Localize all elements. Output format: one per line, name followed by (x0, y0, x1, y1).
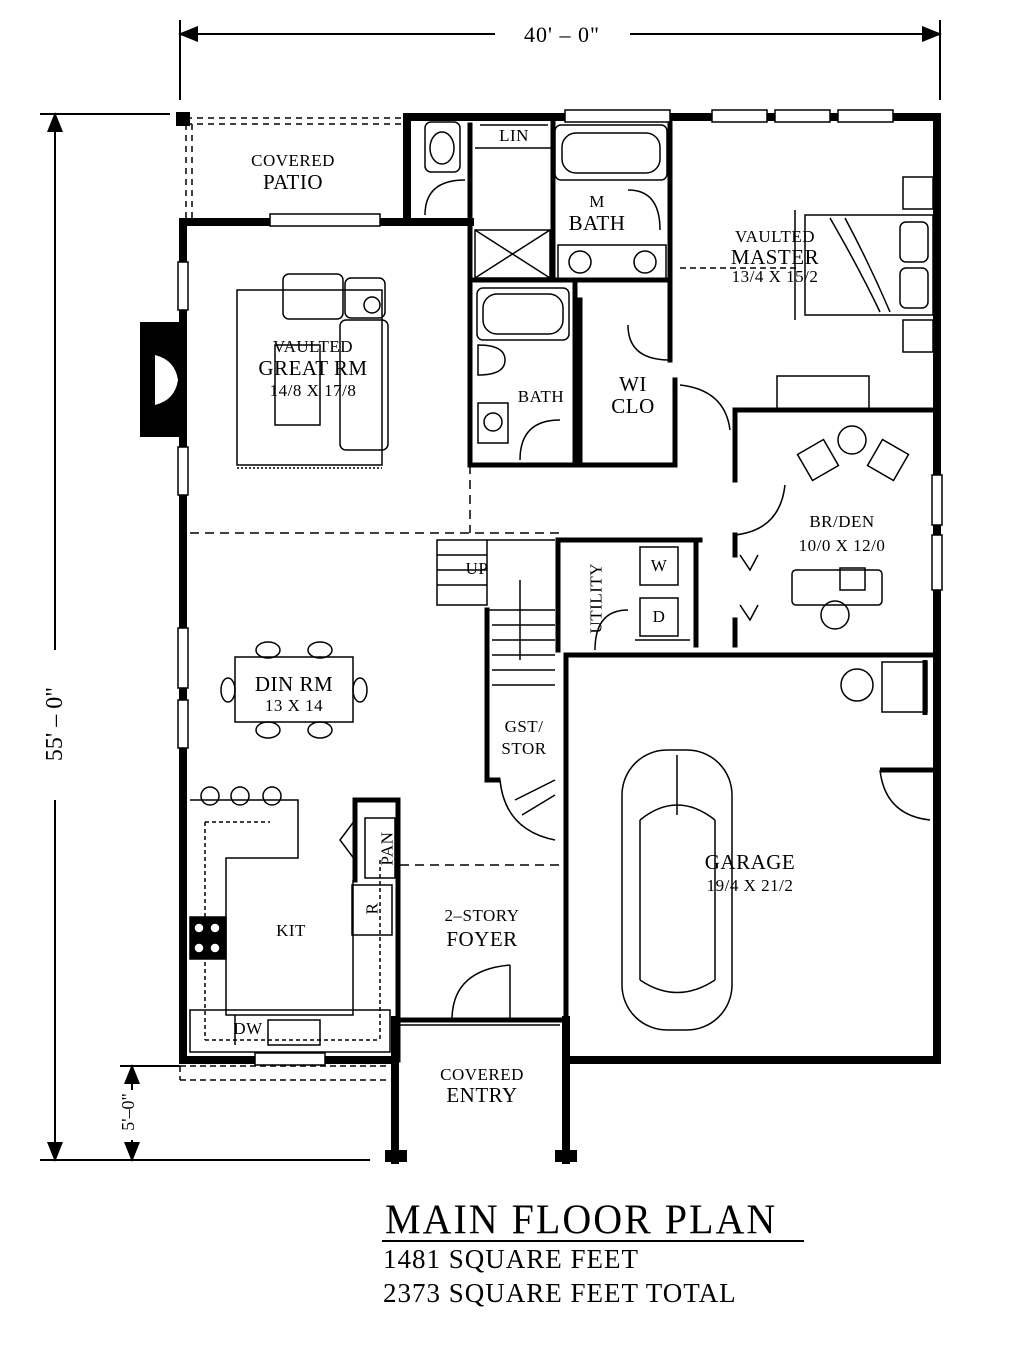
guest-storage-label: GST/ (504, 717, 544, 736)
refrigerator-label: R (362, 902, 382, 915)
covered-patio-outline (185, 117, 405, 220)
garage-car (621, 749, 733, 1031)
width-dimension-line (178, 20, 942, 100)
entry-column-right (555, 1150, 577, 1162)
den-furniture (791, 425, 910, 630)
den-label: BR/DEN (809, 512, 875, 531)
title-underline (382, 1240, 804, 1242)
foyer-label: 2–STORY (444, 906, 520, 925)
laundry (635, 546, 759, 641)
open-plan-dividers (190, 465, 560, 866)
great-room-size: 14/8 X 17/8 (269, 381, 357, 400)
stairs-up-label: UP (465, 559, 489, 578)
covered-patio-label: COVERED (251, 151, 335, 170)
master-bed (680, 176, 934, 411)
total-square-feet: 2373 SQUARE FEET TOTAL (383, 1278, 737, 1308)
dining-table (220, 641, 368, 739)
windows (177, 109, 943, 1066)
patio-post (176, 112, 190, 126)
great-room-label-2: GREAT RM (258, 356, 368, 380)
staircase (436, 539, 556, 816)
dining-label: DIN RM (254, 672, 334, 696)
covered-patio-label-2: PATIO (262, 170, 324, 194)
master-bath-label-2: BATH (568, 211, 626, 235)
dishwasher-label: DW (233, 1019, 263, 1038)
depth-dimension-label: 55' – 0" (42, 686, 68, 762)
kitchen-label: KIT (276, 921, 306, 940)
plan-title: MAIN FLOOR PLAN (385, 1195, 778, 1244)
entry-outline (179, 1065, 390, 1081)
depth-dimension-line (40, 112, 370, 1162)
master-label-2: MASTER (730, 245, 820, 269)
kitchen-counters (189, 786, 396, 1053)
garage-wall-stub (880, 660, 937, 773)
dryer-label: D (652, 607, 666, 626)
master-bath-label: M (589, 192, 605, 211)
covered-entry-label: COVERED (440, 1065, 524, 1084)
great-room-furniture (236, 273, 389, 469)
door-swings (424, 179, 931, 1021)
main-square-feet: 1481 SQUARE FEET (383, 1244, 640, 1274)
width-dimension-label: 40' – 0" (524, 22, 600, 47)
master-size: 13/4 X 15/2 (731, 267, 819, 286)
closet-label-2: CLO (611, 394, 655, 418)
pantry-label: PAN (377, 831, 397, 866)
closet-label: WI (619, 372, 647, 396)
garage-size: 19/4 X 21/2 (706, 876, 794, 895)
garage-label: GARAGE (704, 850, 796, 874)
bath-fixtures (424, 121, 668, 444)
master-label: VAULTED (734, 227, 816, 246)
great-room-label: VAULTED (272, 337, 354, 356)
entry-column-left (385, 1150, 407, 1162)
guest-storage-label-2: STOR (501, 739, 547, 758)
dining-size: 13 X 14 (264, 696, 324, 715)
utility-label: UTILITY (586, 562, 606, 634)
entry-offset-dimension-line (120, 1064, 180, 1162)
water-heater (840, 661, 928, 713)
den-size: 10/0 X 12/0 (798, 536, 886, 555)
linen-label: LIN (499, 126, 529, 145)
bath-label: BATH (517, 387, 565, 406)
covered-entry-label-2: ENTRY (446, 1083, 518, 1107)
washer-label: W (650, 556, 668, 575)
foyer-label-2: FOYER (446, 927, 518, 951)
entry-offset-dimension-label: 5'–0" (118, 1093, 138, 1131)
